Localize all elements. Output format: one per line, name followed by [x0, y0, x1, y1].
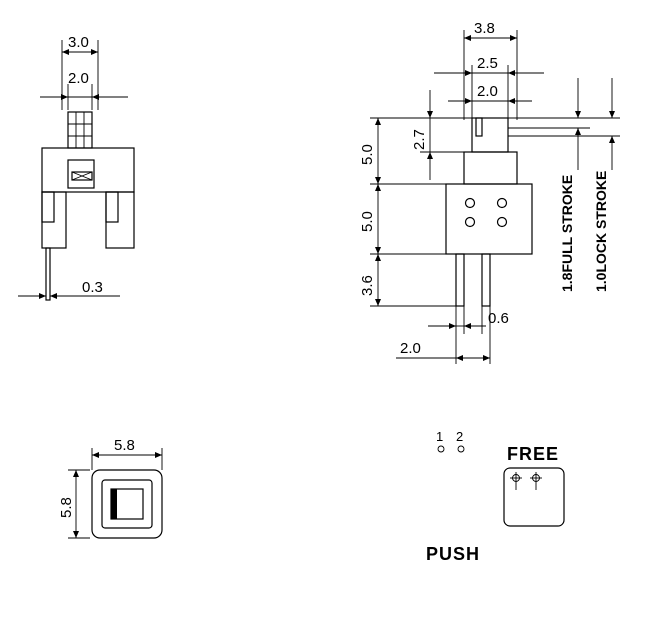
- side-view: 3.0 2.0 0.3: [18, 34, 135, 301]
- dim-front-head: 2.7: [411, 129, 428, 150]
- dim-side-inner: 2.0: [68, 70, 89, 87]
- free-label: FREE: [507, 444, 559, 464]
- dim-front-inner: 2.0: [477, 83, 498, 100]
- lock-stroke-label: 1.0LOCK STROKE: [593, 171, 609, 292]
- dim-front-stem: 2.5: [477, 55, 498, 72]
- dim-side-top: 3.0: [68, 34, 89, 51]
- push-label: PUSH: [426, 544, 480, 564]
- schematic: 1 2 FREE PUSH: [426, 429, 565, 564]
- top-view: 5.8 5.8: [58, 437, 163, 539]
- dim-front-width: 3.8: [474, 20, 495, 37]
- full-stroke-label: 1.8FULL STROKE: [559, 175, 575, 292]
- dim-top-height: 5.8: [58, 497, 75, 518]
- dim-front-upper: 5.0: [359, 144, 376, 165]
- front-view: 3.8 2.5 2.0 5.0 5.0: [359, 20, 620, 364]
- dim-front-pin-width: 0.6: [488, 310, 509, 327]
- dim-front-body: 5.0: [359, 211, 376, 232]
- pin-2-label: 2: [456, 429, 463, 444]
- dim-front-pin-pitch: 2.0: [400, 340, 421, 357]
- dim-front-pins: 3.6: [359, 275, 376, 296]
- dim-top-width: 5.8: [114, 437, 135, 454]
- dim-side-pin: 0.3: [82, 279, 103, 296]
- pin-1-label: 1: [436, 429, 443, 444]
